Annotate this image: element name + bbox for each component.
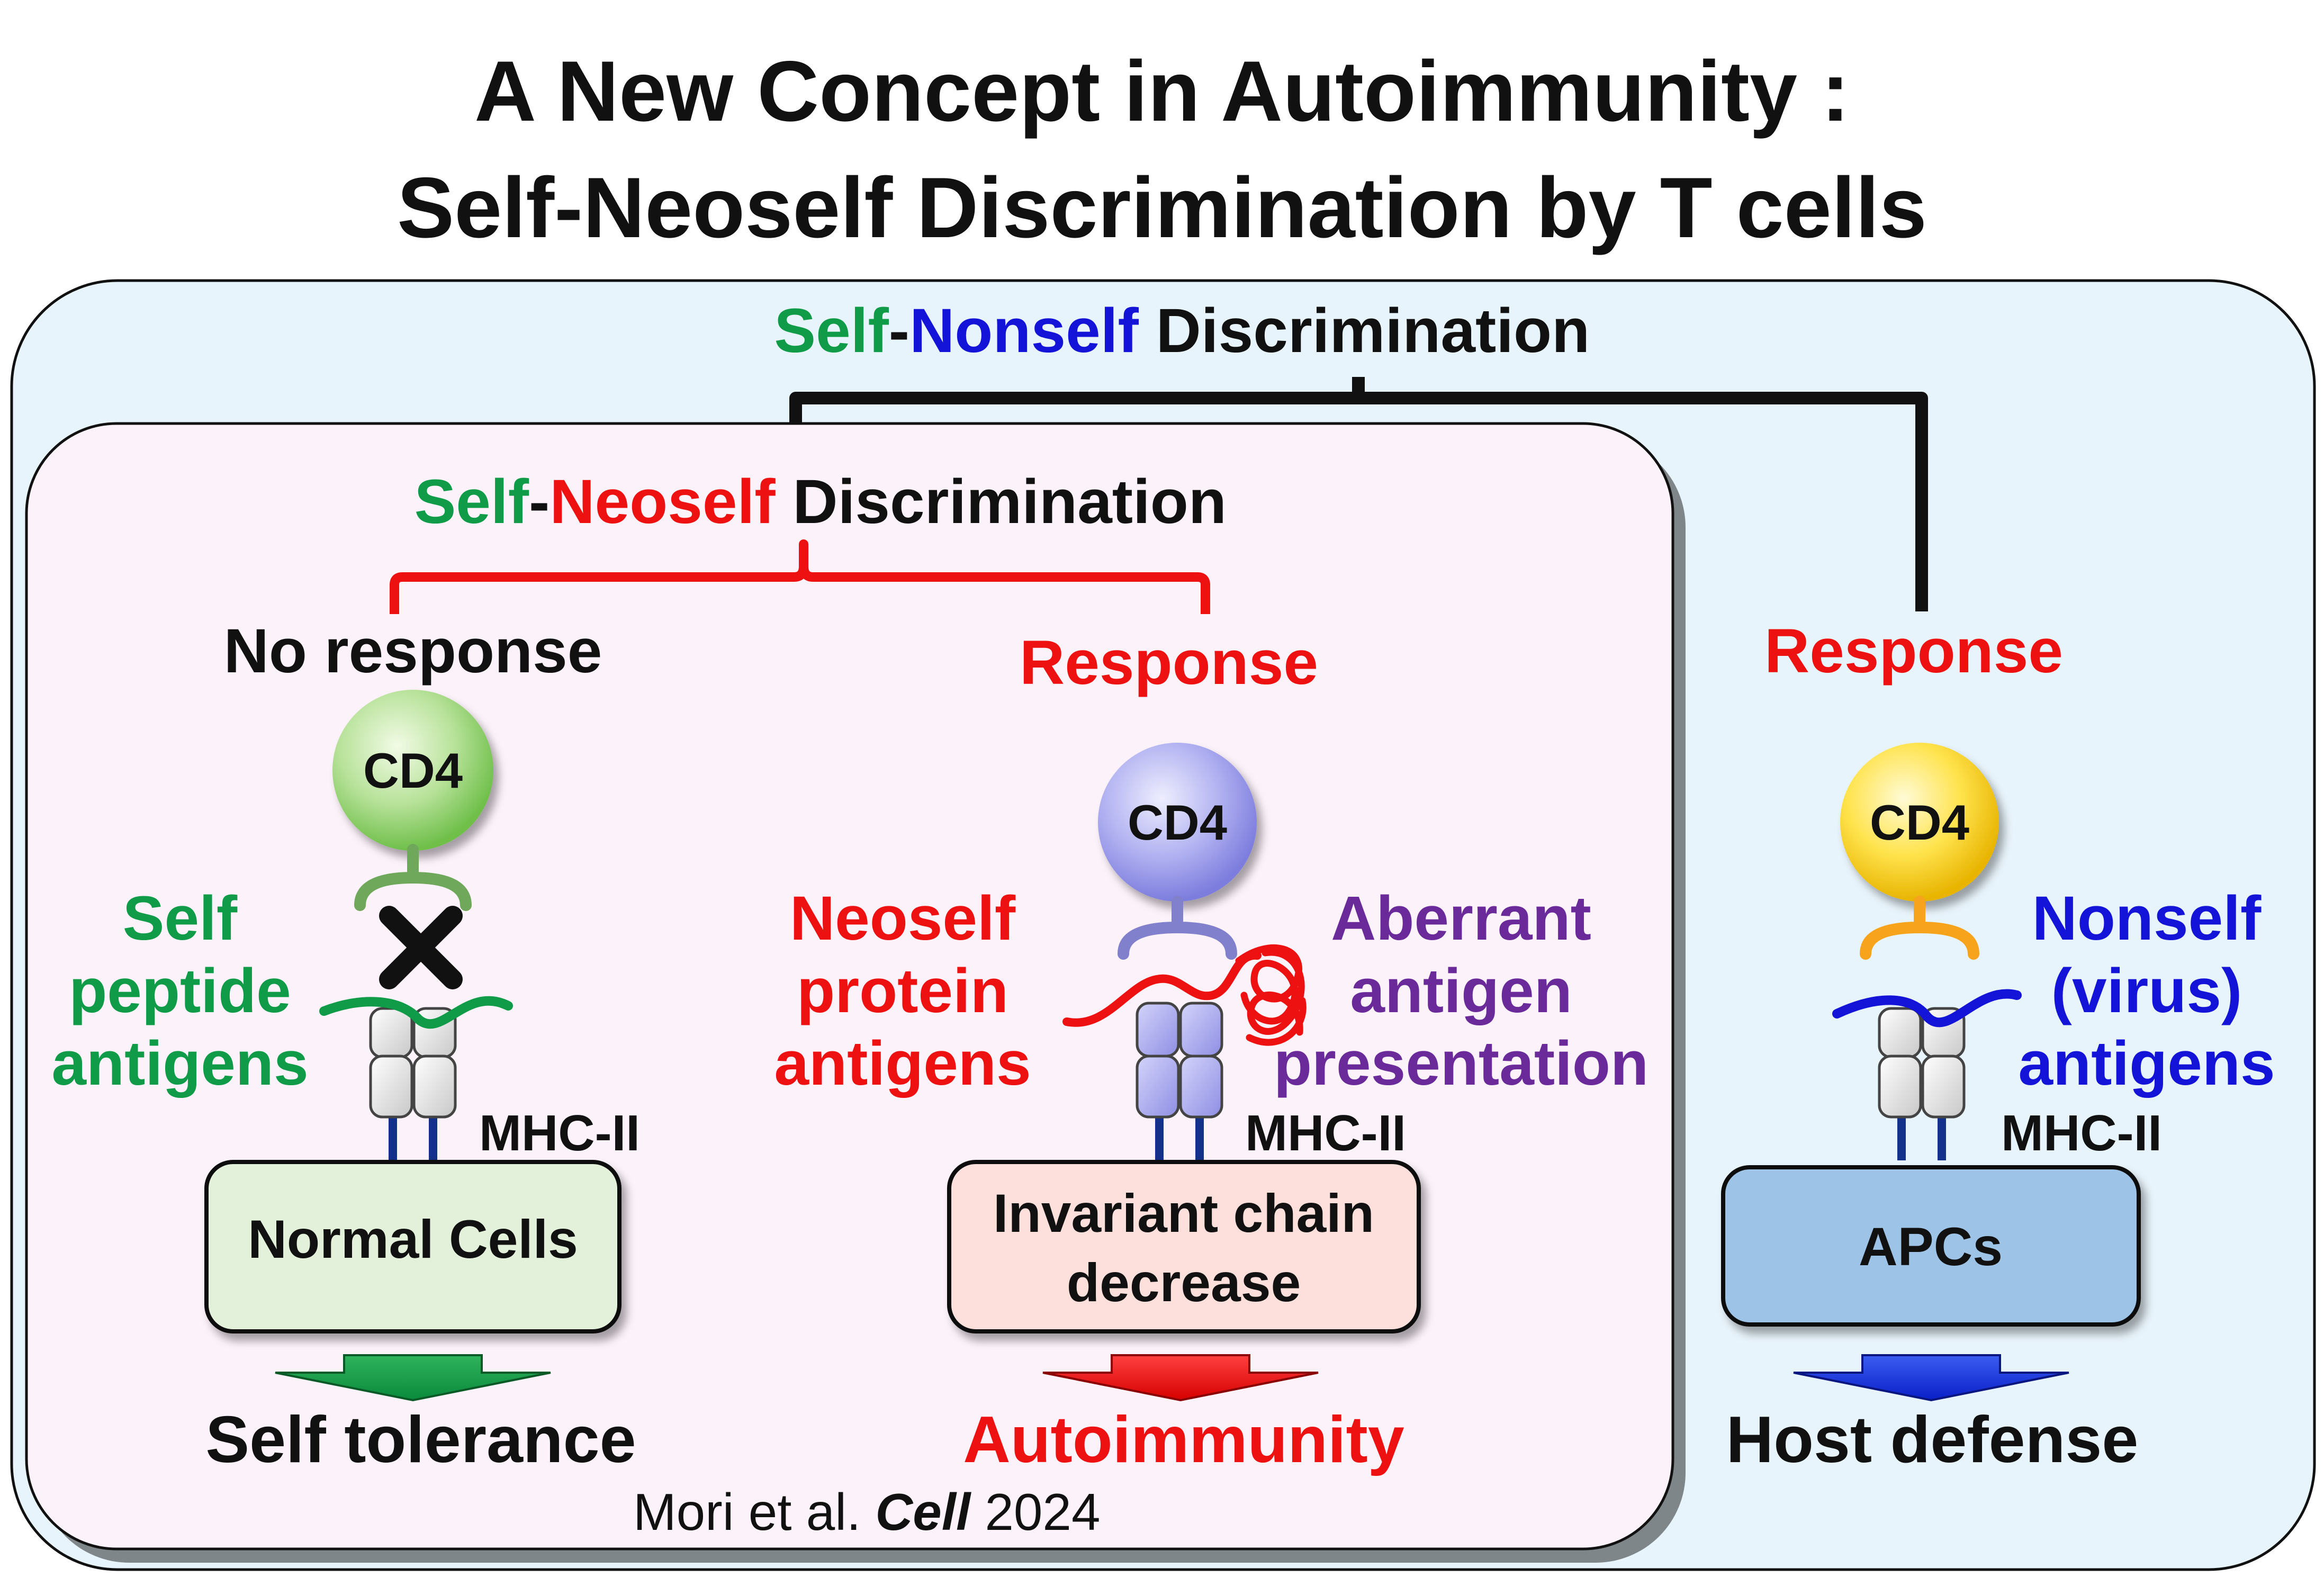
cd4-cell-purple <box>1098 743 1257 902</box>
cd4-cell-yellow <box>1840 743 1999 902</box>
nonself-peptide <box>1832 989 2022 1028</box>
mhc-ii-molecule <box>1136 1002 1223 1160</box>
cd4-label: CD4 <box>1870 795 1969 850</box>
nonself-response-label: Response <box>1764 616 2063 686</box>
invariant-chain-line-2: decrease <box>1067 1252 1301 1313</box>
neoself-column: CD4 MHC-II Neoself protein antigens Aber… <box>774 743 1649 1476</box>
mhc-ii-label: MHC-II <box>2001 1105 2162 1161</box>
neoself-antigen-line-3: antigens <box>774 1029 1031 1098</box>
self-neoself-heading: Self-Neoself Discrimination <box>328 467 1279 537</box>
neoself-response-label: Response <box>1020 628 1318 698</box>
apcs-box <box>1721 1165 2141 1327</box>
neoself-protein <box>1062 951 1262 1027</box>
self-column: CD4 MHC-II Self peptide antigens Normal … <box>51 690 640 1476</box>
mhc-ii-label: MHC-II <box>479 1105 640 1161</box>
arrow-down-red-icon <box>1042 1354 1319 1402</box>
self-antigen-line-3: antigens <box>51 1029 308 1098</box>
aberrant-line-3: presentation <box>1274 1029 1649 1098</box>
normal-cells-label: Normal Cells <box>248 1209 578 1269</box>
self-peptide <box>319 996 513 1029</box>
x-mark-icon <box>379 906 463 989</box>
nonself-column: CD4 MHC-II Nonself (virus) antigens APCs… <box>1721 743 2275 1476</box>
apcs-label: APCs <box>1859 1216 2003 1277</box>
host-defense-label: Host defense <box>1726 1403 2139 1476</box>
arrow-down-green-icon <box>275 1354 551 1402</box>
title-line-1: A New Concept in Autoimmunity : <box>474 43 1850 139</box>
tcr-receptor <box>1860 896 1979 960</box>
self-antigen-line-1: Self <box>123 884 238 953</box>
mhc-ii-label: MHC-II <box>1245 1105 1406 1161</box>
invariant-chain-box <box>947 1160 1421 1333</box>
self-antigen-line-2: peptide <box>69 956 291 1026</box>
autoimmunity-label: Autoimmunity <box>963 1403 1404 1476</box>
invariant-chain-line-1: Invariant chain <box>993 1183 1374 1243</box>
self-tolerance-label: Self tolerance <box>205 1403 636 1476</box>
normal-cells-box <box>204 1160 621 1333</box>
cd4-cell-green <box>332 690 493 851</box>
self-response-label: No response <box>224 616 602 686</box>
arrow-down-blue-icon <box>1793 1354 2069 1402</box>
aberrant-line-1: Aberrant <box>1331 884 1591 953</box>
misfolded-protein-tangle <box>1235 944 1307 1046</box>
nonself-antigen-line-3: antigens <box>2018 1029 2275 1098</box>
nonself-antigen-line-1: Nonself <box>2032 884 2262 953</box>
tcr-receptor <box>354 844 472 911</box>
self-neoself-bracket <box>390 539 1210 614</box>
aberrant-line-2: antigen <box>1350 956 1572 1026</box>
tcr-receptor <box>1118 896 1237 960</box>
citation: Mori et al. Cell 2024 <box>561 1483 1143 1541</box>
title-line-2: Self-Neoself Discrimination by T cells <box>397 160 1927 256</box>
cd4-label: CD4 <box>363 743 463 798</box>
neoself-antigen-line-2: protein <box>797 956 1008 1026</box>
nonself-antigen-line-2: (virus) <box>2051 956 2242 1026</box>
neoself-antigen-line-1: Neoself <box>790 884 1016 953</box>
self-nonself-heading: Self-Nonself Discrimination <box>687 296 1642 366</box>
cd4-label: CD4 <box>1128 795 1227 850</box>
